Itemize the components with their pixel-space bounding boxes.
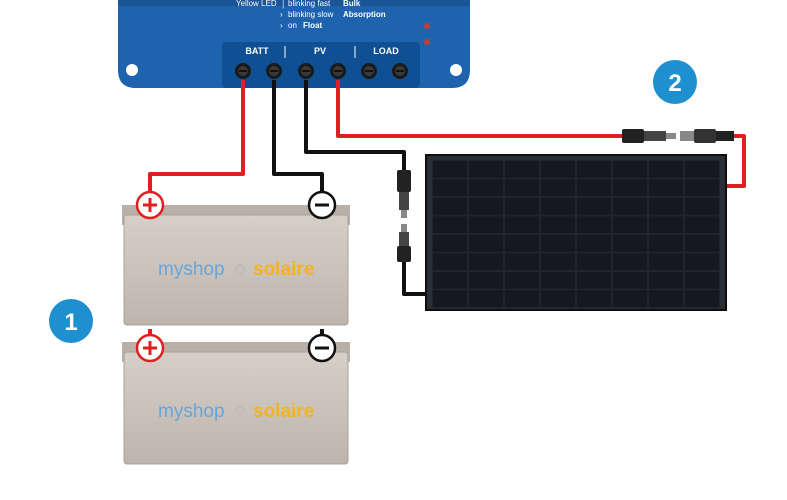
polarity-load-positive: + — [397, 86, 403, 97]
battery-bottom: myshop solaire — [122, 342, 350, 465]
sun-icon — [235, 406, 245, 416]
terminal-screw-icon — [266, 63, 282, 79]
minus-terminal-icon — [307, 190, 337, 220]
step-badge-1: 1 — [49, 299, 93, 343]
plus-terminal-icon — [135, 190, 165, 220]
step-badge-2: 2 — [653, 60, 697, 104]
terminal-screw-icon — [298, 63, 314, 79]
mc4-connector-icon — [680, 129, 734, 143]
svg-text:›: › — [280, 21, 283, 30]
wire-pv-positive-to-panel — [726, 134, 746, 188]
led-state: on — [288, 21, 297, 30]
wire-pv-negative — [304, 80, 406, 170]
solar-panel — [425, 154, 727, 311]
wire-battery-positive — [148, 80, 245, 198]
battery-brand-label: myshop — [158, 401, 225, 422]
terminal-screw-icon — [392, 63, 408, 79]
led-legend: Yellow LED │ blinking fast Bulk › blinki… — [236, 0, 386, 30]
terminal-label-load: LOAD — [373, 46, 399, 56]
led-state: blinking fast — [288, 0, 331, 8]
terminal-label-pv: PV — [314, 46, 326, 56]
terminal-screw-icon — [361, 63, 377, 79]
led-state: blinking slow — [288, 10, 334, 19]
status-led-icon — [424, 39, 430, 45]
terminal-label-batt: BATT — [245, 46, 269, 56]
svg-text:│: │ — [281, 0, 286, 9]
minus-terminal-icon — [307, 333, 337, 363]
mount-hole-right — [450, 64, 462, 76]
polarity-load-negative: − — [366, 86, 372, 97]
status-led-icon — [424, 23, 430, 29]
charge-controller: Yellow LED │ blinking fast Bulk › blinki… — [118, 0, 470, 97]
terminal-screw-icon — [235, 63, 251, 79]
led-mode: Bulk — [343, 0, 361, 8]
wire-pv-positive — [336, 80, 622, 138]
svg-text:1: 1 — [64, 309, 77, 336]
mount-hole-left — [126, 64, 138, 76]
svg-text:›: › — [280, 10, 283, 19]
mc4-connector-icon — [622, 129, 676, 143]
battery-brand-label: myshop — [158, 259, 225, 280]
battery-brand-label: solaire — [253, 401, 314, 422]
terminal-block: BATT PV LOAD + − − + − + — [222, 42, 420, 97]
mc4-connector-icon — [397, 170, 411, 218]
wire-pv-negative-to-panel — [402, 262, 432, 296]
wire-battery-negative — [272, 80, 324, 198]
mc4-connector-icon — [397, 224, 411, 262]
svg-text:2: 2 — [668, 70, 681, 97]
sun-icon — [235, 264, 245, 274]
battery-brand-label: solaire — [253, 259, 314, 280]
plus-terminal-icon — [135, 333, 165, 363]
battery-top: myshop solaire — [122, 205, 350, 326]
led-label: Yellow LED — [236, 0, 277, 8]
led-mode: Absorption — [343, 10, 386, 19]
led-mode: Float — [303, 21, 322, 30]
terminal-screw-icon — [330, 63, 346, 79]
